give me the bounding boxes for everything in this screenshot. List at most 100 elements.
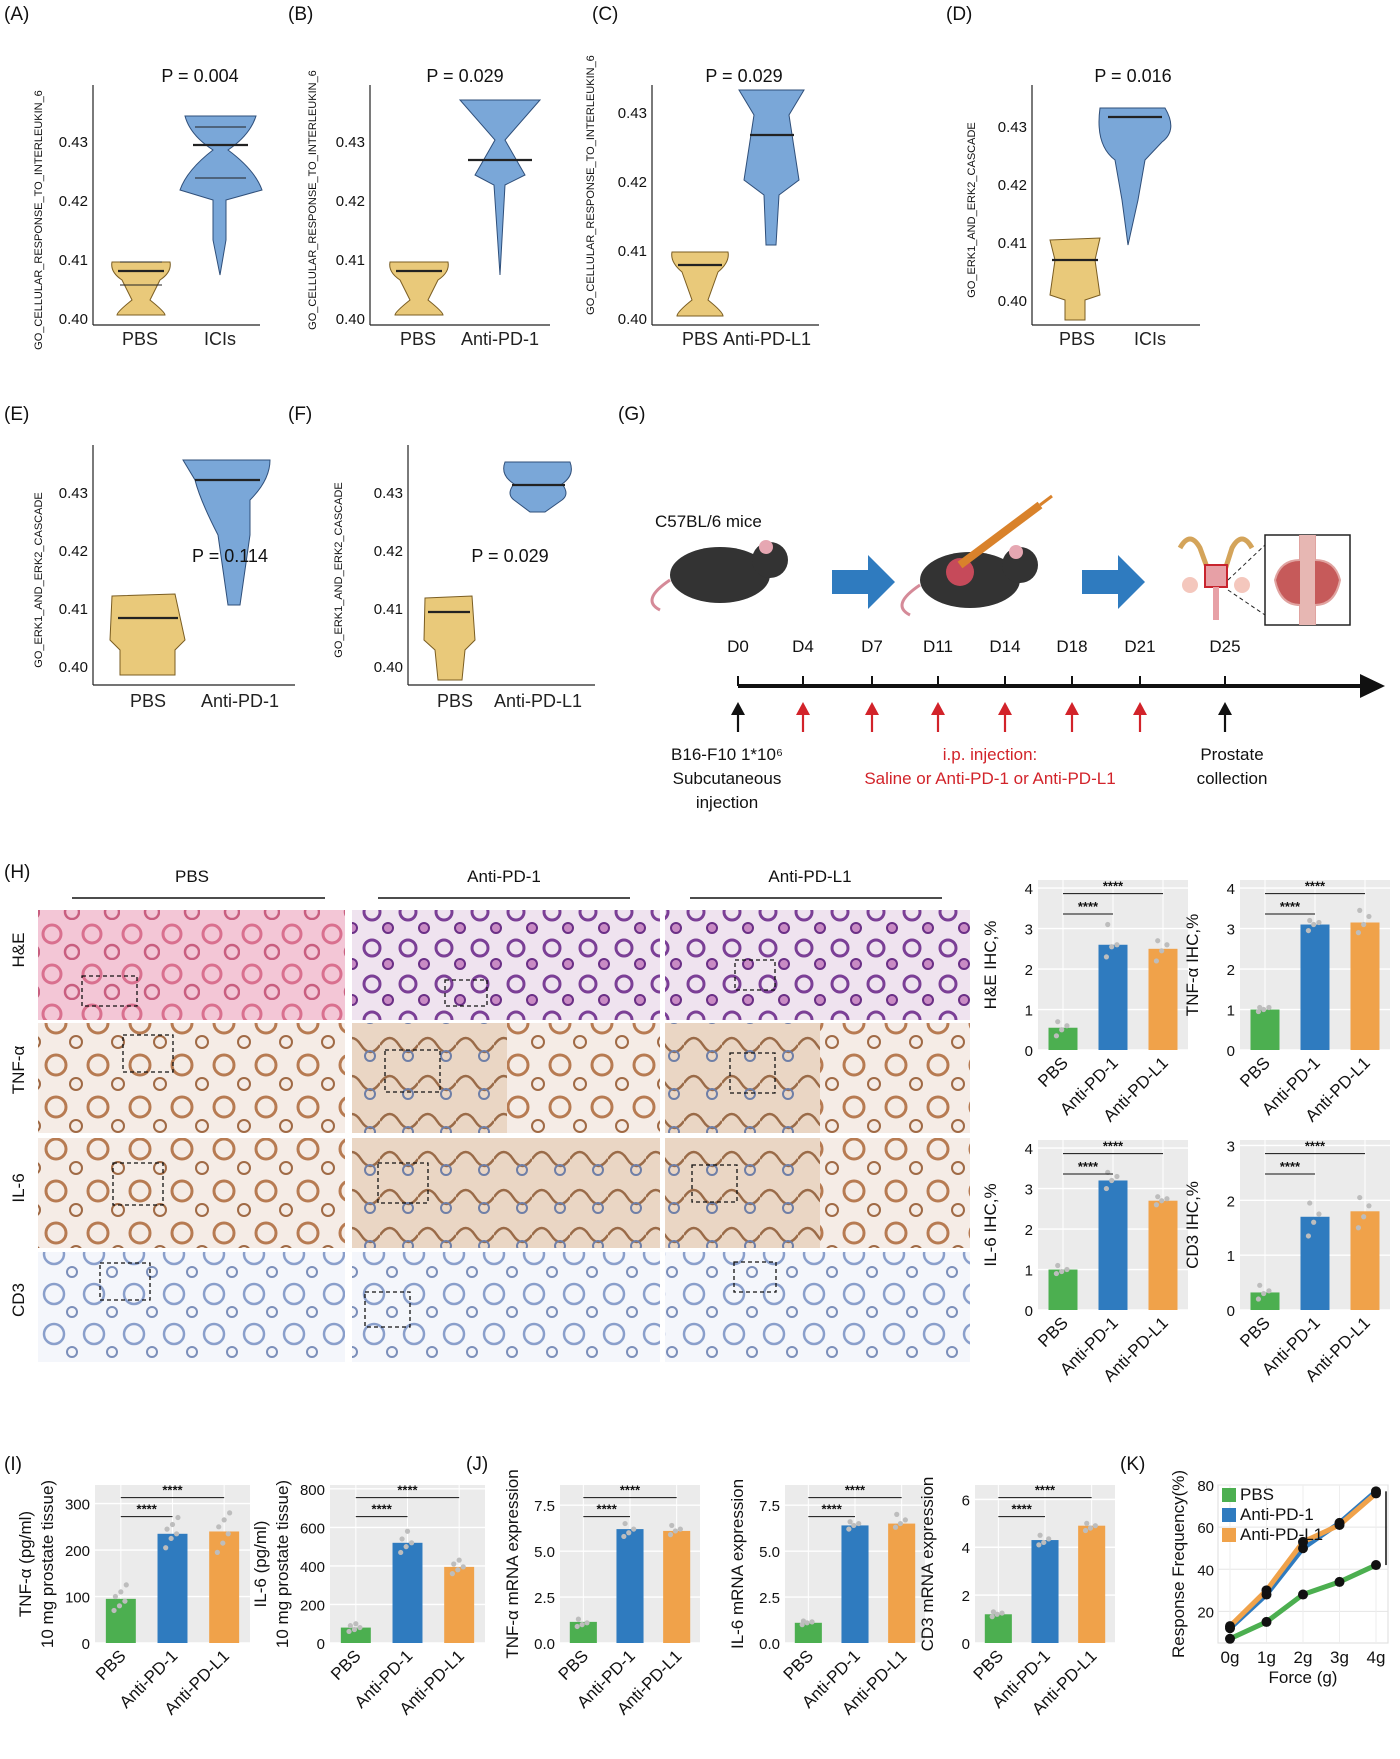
bar-pbs	[1250, 1009, 1280, 1050]
violin-ylabel: GO_CELLULAR_RESPONSE_TO_INTERLEUKIN_6	[585, 55, 597, 315]
tick-label: 0.40	[59, 659, 88, 676]
data-point	[584, 1620, 590, 1626]
micrograph	[507, 1023, 660, 1133]
sig-stars: ***	[1395, 1520, 1400, 1536]
day-label: D4	[792, 637, 814, 656]
y-tick-label: 2.5	[759, 1590, 780, 1607]
micrograph	[38, 1252, 193, 1362]
syringe-icon	[957, 494, 1053, 569]
bar-anti-pd-1	[841, 1525, 869, 1643]
bar-anti-pd-1	[1300, 924, 1330, 1050]
violin-ylabel: GO_ERK1_AND_ERK2_CASCADE	[33, 492, 45, 667]
violin-pd1	[458, 99, 542, 276]
micrograph	[820, 1252, 970, 1362]
bar-anti-pd-l1	[663, 1530, 691, 1643]
data-point	[403, 1544, 409, 1550]
data-point	[1305, 1233, 1312, 1239]
data-point	[351, 1626, 358, 1633]
legend-swatch	[1222, 1528, 1236, 1542]
right-note: Prostate collection	[1197, 745, 1268, 788]
series-point	[1334, 1520, 1345, 1531]
timeline-panel-g: (G) C57BL/6 mice	[618, 404, 1385, 812]
event-arrowhead	[731, 702, 745, 715]
y-tick-label: 0	[1025, 1043, 1033, 1060]
bar-chart-H2: 01234PBSAnti-PD-1Anti-PD-L1********TNF-α…	[1183, 879, 1390, 1126]
y-tick-label: 800	[300, 1482, 325, 1499]
micrograph	[665, 1023, 820, 1133]
tick-label: 0.43	[336, 134, 365, 151]
violin-ici	[179, 115, 263, 276]
panel-letter-g: (G)	[618, 404, 645, 425]
violin-ylabel: GO_ERK1_AND_ERK2_CASCADE	[333, 482, 345, 657]
violin-pbs	[423, 595, 476, 681]
group-label: Anti-PD-L1	[494, 691, 582, 711]
tick-label: 0.43	[59, 485, 88, 502]
data-point	[1355, 1225, 1362, 1231]
micrograph	[820, 1023, 970, 1133]
data-point	[456, 1557, 462, 1563]
micrograph	[38, 910, 193, 1020]
series-point	[1298, 1536, 1308, 1547]
violin-panel-a: (A) GO_CELLULAR_RESPONSE_TO_INTERLEUKIN_…	[4, 4, 263, 350]
violin-panel-f: (F) GO_ERK1_AND_ERK2_CASCADE 0.40 0.41 0…	[288, 404, 595, 711]
tick-label: 0.41	[618, 243, 647, 260]
data-point	[1092, 1523, 1098, 1529]
data-point	[404, 1528, 411, 1534]
micrograph	[352, 1023, 507, 1133]
y-axis-label: TNF-α IHC,%	[1183, 914, 1202, 1016]
panel-letter-h: (H)	[4, 862, 30, 883]
data-point	[1082, 1527, 1089, 1534]
data-point	[216, 1524, 222, 1530]
data-point	[112, 1593, 118, 1600]
bar-chart-H3: 01234PBSAnti-PD-1Anti-PD-L1********IL-6 …	[981, 1139, 1188, 1386]
note-line: Saline or Anti-PD-1 or Anti-PD-L1	[864, 769, 1115, 788]
violin-pbs	[389, 261, 449, 316]
y-axis-label: IL-6 (pg/ml)	[251, 1521, 270, 1608]
micrograph	[507, 1252, 660, 1362]
data-point	[1153, 958, 1160, 964]
data-point	[667, 1532, 674, 1538]
y-tick-label: 100	[65, 1590, 90, 1607]
note-line: Prostate	[1200, 745, 1263, 764]
bar-anti-pd-1	[1098, 1180, 1128, 1310]
arrow-right-icon	[1082, 555, 1145, 609]
micrograph	[665, 910, 820, 1020]
data-point	[846, 1526, 852, 1532]
data-point	[1307, 917, 1313, 924]
legend-swatch	[1222, 1488, 1236, 1502]
micrograph	[193, 1023, 345, 1133]
sig-stars: ****	[1280, 899, 1301, 914]
column-title: Anti-PD-L1	[768, 867, 851, 886]
tick-label: 0.40	[336, 311, 365, 328]
y-axis-label: TNF-α (pg/ml)	[16, 1511, 35, 1617]
y-tick-label: 3	[1227, 922, 1235, 939]
y-axis-label: CD3 mRNA expression	[918, 1477, 937, 1652]
data-point	[809, 1619, 815, 1625]
panel-letter-a: (A)	[4, 4, 29, 25]
group-label: Anti-PD-1	[461, 329, 539, 349]
data-point	[1266, 1288, 1272, 1294]
micrograph	[507, 1138, 660, 1248]
sig-stars: ****	[1035, 1483, 1056, 1498]
y-tick-label: 400	[300, 1559, 325, 1576]
note-line: B16-F10 1*10⁶	[671, 745, 783, 764]
y-tick-label: 1	[1025, 1003, 1033, 1020]
y-tick-label: 2	[1025, 1222, 1033, 1239]
violin-ylabel: GO_CELLULAR_RESPONSE_TO_INTERLEUKIN_6	[307, 70, 319, 330]
data-point	[1059, 1027, 1065, 1033]
column-title: PBS	[175, 867, 209, 886]
data-point	[449, 1571, 455, 1577]
injection-arrowhead	[865, 702, 879, 715]
y-axis-label: H&E IHC,%	[981, 921, 1000, 1010]
legend-swatch	[1222, 1508, 1236, 1522]
y-tick-label: 20	[1197, 1604, 1214, 1621]
micrograph	[38, 1138, 193, 1248]
tick-label: 0.42	[618, 174, 647, 191]
data-point	[990, 1609, 997, 1615]
tick-label: 0.41	[374, 601, 403, 618]
y-tick-label: 0	[1025, 1303, 1033, 1320]
data-point	[1311, 921, 1317, 928]
